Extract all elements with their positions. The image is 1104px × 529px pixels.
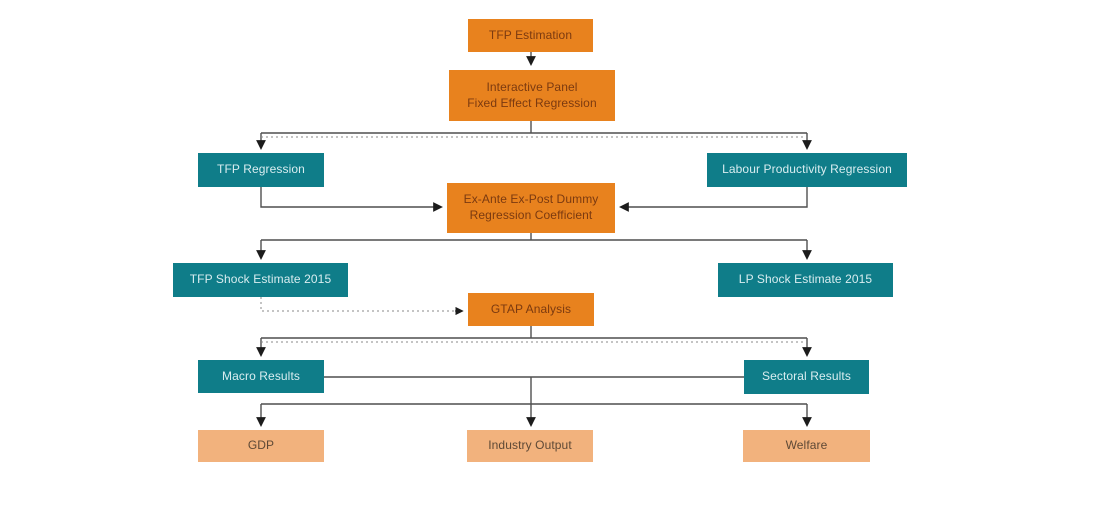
node-gdp: GDP	[198, 430, 324, 462]
node-labour-productivity-regression: Labour Productivity Regression	[707, 153, 907, 187]
node-gtap-analysis: GTAP Analysis	[468, 293, 594, 326]
node-tfp-shock-estimate-2015: TFP Shock Estimate 2015	[173, 263, 348, 297]
node-sectoral-results: Sectoral Results	[744, 360, 869, 394]
node-tfp-regression: TFP Regression	[198, 153, 324, 187]
edge-tfpshock-gtap	[260, 297, 460, 312]
node-welfare: Welfare	[743, 430, 870, 462]
node-interactive-panel-fixed-effect-regression: Interactive Panel Fixed Effect Regressio…	[449, 70, 615, 121]
node-industry-output: Industry Output	[467, 430, 593, 462]
node-macro-results: Macro Results	[198, 360, 324, 393]
node-lp-shock-estimate-2015: LP Shock Estimate 2015	[718, 263, 893, 297]
node-ex-ante-ex-post-dummy-regression-coefficient: Ex-Ante Ex-Post Dummy Regression Coeffic…	[447, 183, 615, 233]
edge-gtap-branch	[261, 326, 807, 339]
node-tfp-estimation: TFP Estimation	[468, 19, 593, 52]
edge-labour-exante	[619, 187, 808, 212]
edge-tfpreg-exante	[260, 187, 443, 212]
edge-exante-branch	[261, 233, 807, 241]
edge-panel-branch	[261, 121, 807, 134]
